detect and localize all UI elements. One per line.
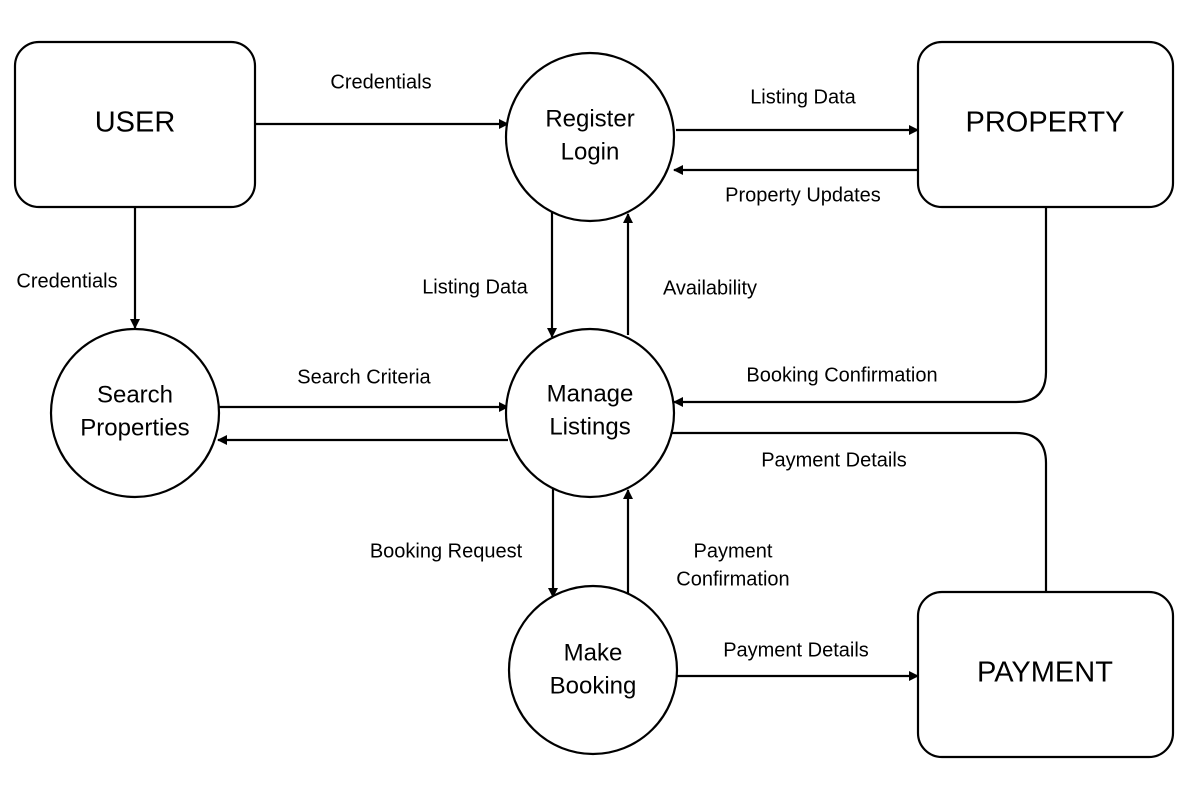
flow-label-manage-to-booking: Booking Request	[370, 540, 523, 562]
entity-user[interactable]: USER	[13, 40, 257, 209]
process-make-booking-circle	[507, 584, 679, 756]
entity-property[interactable]: PROPERTY	[916, 40, 1175, 209]
entity-property-box	[916, 40, 1175, 209]
process-manage-listings-circle	[504, 327, 676, 499]
flow-label-property-to-manage: Booking Confirmation	[746, 364, 937, 386]
flow-label-booking-to-manage-line2: Confirmation	[676, 568, 789, 590]
process-search-properties-label: Search	[97, 381, 173, 408]
entity-payment[interactable]: PAYMENT	[916, 590, 1175, 759]
entity-payment-box	[916, 590, 1175, 759]
process-search-properties-label-line2: Properties	[80, 414, 189, 441]
entity-property-label: PROPERTY	[965, 107, 1124, 139]
flow-labels: Credentials Credentials Listing Data Pro…	[16, 71, 937, 661]
process-register-login-label-line2: Login	[561, 138, 620, 165]
flow-label-register-to-manage: Listing Data	[422, 276, 528, 298]
process-make-booking-label-line2: Booking	[550, 672, 637, 699]
process-manage-listings[interactable]: Manage Listings	[504, 327, 676, 499]
process-register-login-circle	[504, 51, 676, 223]
process-search-properties-circle	[49, 327, 221, 499]
process-register-login[interactable]: Register Login	[504, 51, 676, 223]
flow-arrow-property-to-manage	[673, 207, 1048, 407]
process-register-login-label: Register	[545, 105, 634, 132]
entity-payment-label: PAYMENT	[977, 657, 1113, 689]
process-search-properties[interactable]: Search Properties	[49, 327, 221, 499]
flow-label-register-to-property: Listing Data	[750, 86, 856, 108]
process-manage-listings-label-line2: Listings	[549, 413, 630, 440]
flow-label-user-to-register: Credentials	[330, 71, 431, 93]
process-make-booking[interactable]: Make Booking	[507, 584, 679, 756]
flow-label-booking-to-manage: Payment	[694, 540, 773, 562]
flow-label-user-to-search: Credentials	[16, 270, 117, 292]
flow-label-property-to-register: Property Updates	[725, 184, 881, 206]
flow-label-booking-to-payment: Payment Details	[723, 639, 869, 661]
flow-label-search-to-manage: Search Criteria	[297, 366, 431, 388]
entity-user-label: USER	[95, 107, 176, 139]
flow-label-manage-to-register: Availability	[663, 277, 757, 299]
entity-user-box	[13, 40, 257, 209]
process-manage-listings-label: Manage	[547, 380, 634, 407]
flow-label-manage-to-payment: Payment Details	[761, 449, 907, 471]
process-make-booking-label: Make	[564, 639, 623, 666]
flow-line-manage-to-payment	[672, 431, 1048, 592]
flow-edges	[130, 119, 1048, 681]
